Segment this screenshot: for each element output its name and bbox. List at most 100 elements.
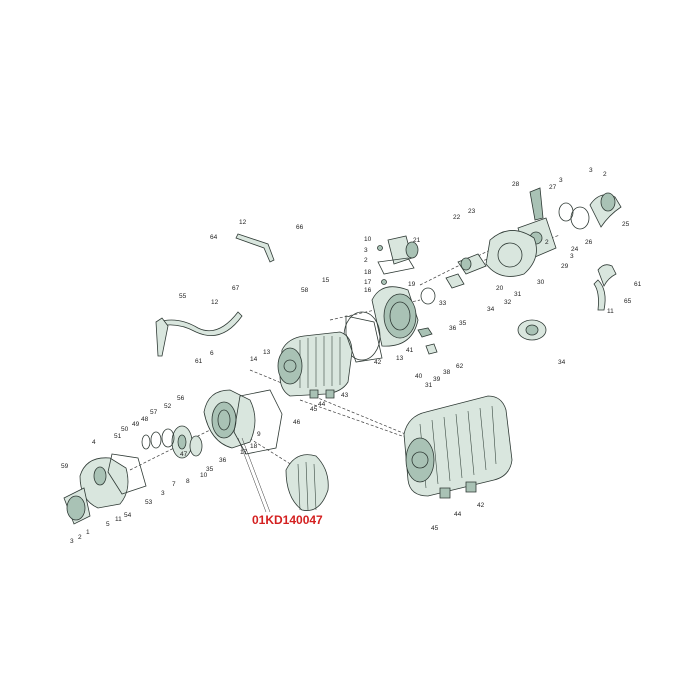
part-label: 8 (186, 478, 190, 485)
part-label: 66 (296, 224, 304, 231)
part-label: 2 (364, 257, 368, 264)
part-label: 53 (145, 499, 153, 506)
part-label: 35 (206, 466, 214, 473)
part-label: 62 (456, 363, 464, 370)
part-label: 42 (477, 502, 485, 509)
filter-cap-59 (63, 487, 91, 525)
part-label: 7 (172, 481, 176, 488)
small-elbow (593, 264, 617, 311)
part-label: 3 (70, 538, 74, 545)
part-label: 2 (545, 239, 549, 246)
part-label: 21 (413, 237, 421, 244)
part-label: 11 (607, 308, 614, 315)
end-cover (79, 453, 147, 509)
part-label: 36 (449, 325, 457, 332)
part-label: 16 (364, 287, 372, 294)
part-label: 67 (232, 285, 240, 292)
part-label: 12 (211, 299, 219, 306)
part-label: 22 (453, 214, 461, 221)
part-label: 40 (415, 373, 423, 380)
large-compressor-block (403, 395, 513, 499)
part-label: 48 (141, 416, 149, 423)
part-label: 51 (114, 433, 122, 440)
part-label: 34 (558, 359, 566, 366)
part-label: 42 (374, 359, 382, 366)
part-label: 43 (341, 392, 349, 399)
pulley-34 (517, 319, 547, 341)
part-label: 36 (219, 457, 227, 464)
part-label: 54 (124, 512, 132, 519)
part-label: 2 (603, 171, 607, 178)
left-pipes (155, 233, 275, 357)
gasket-42 (345, 315, 383, 363)
part-label: 10 (200, 472, 208, 479)
part-label: 24 (571, 246, 579, 253)
part-label: 18 (364, 269, 372, 276)
part-label: 52 (164, 403, 172, 410)
part-label: 34 (487, 306, 495, 313)
part-label: 57 (150, 409, 158, 416)
part-label: 29 (561, 263, 569, 270)
part-label: 10 (364, 236, 372, 243)
central-housing (343, 273, 465, 361)
part-label: 25 (622, 221, 630, 228)
part-label: 45 (431, 525, 439, 532)
part-label: 17 (364, 279, 372, 286)
part-label: 20 (496, 285, 504, 292)
callout-leader-2 (241, 437, 271, 513)
part-label: 58 (301, 287, 309, 294)
part-label: 64 (210, 234, 218, 241)
part-label: 11 (115, 516, 122, 523)
part-label: 61 (195, 358, 203, 365)
part-label: 19 (408, 281, 416, 288)
part-label: 18 (250, 443, 258, 450)
part-label: 13 (263, 349, 271, 356)
part-label: 1 (86, 529, 90, 536)
part-label: 9 (257, 431, 261, 438)
part-label: 3 (589, 167, 593, 174)
part-label: 26 (585, 239, 593, 246)
part-number-labels: 2 3 25 27 3 28 26 24 2 3 30 29 23 22 20 … (61, 167, 642, 545)
part-label: 44 (318, 401, 326, 408)
part-label: 45 (310, 406, 318, 413)
part-label: 5 (106, 521, 110, 528)
cylinder-block-mid (277, 331, 353, 399)
part-label: 46 (293, 419, 301, 426)
part-label: 44 (454, 511, 462, 518)
part-label: 32 (504, 299, 512, 306)
part-label: 15 (322, 277, 330, 284)
part-label: 31 (514, 291, 522, 298)
elbow-fitting-assembly (457, 187, 622, 277)
part-label: 3 (161, 490, 165, 497)
part-label: 13 (396, 355, 404, 362)
part-label: 41 (406, 347, 414, 354)
part-label: 47 (180, 451, 188, 458)
part-label: 55 (179, 293, 187, 300)
part-label: 2 (78, 534, 82, 541)
part-label: 17 (240, 449, 248, 456)
bottom-plate (285, 454, 329, 511)
part-label: 4 (92, 439, 96, 446)
part-label: 23 (468, 208, 476, 215)
part-code-callout: 01KD140047 (252, 513, 323, 527)
front-cover (203, 389, 256, 449)
part-label: 59 (61, 463, 69, 470)
part-label: 3 (559, 177, 563, 184)
part-label: 38 (443, 369, 451, 376)
part-label: 31 (425, 382, 433, 389)
part-label: 14 (250, 356, 258, 363)
part-label: 12 (239, 219, 247, 226)
gasket-46 (233, 389, 283, 455)
part-label: 39 (433, 376, 441, 383)
part-label: 28 (512, 181, 520, 188)
part-label: 50 (121, 426, 129, 433)
part-label: 33 (439, 300, 447, 307)
part-label: 56 (177, 395, 185, 402)
gears (141, 425, 203, 459)
part-label: 3 (364, 247, 368, 254)
part-label: 30 (537, 279, 545, 286)
part-label: 61 (634, 281, 642, 288)
part-label: 27 (549, 184, 557, 191)
part-label: 3 (570, 253, 574, 260)
